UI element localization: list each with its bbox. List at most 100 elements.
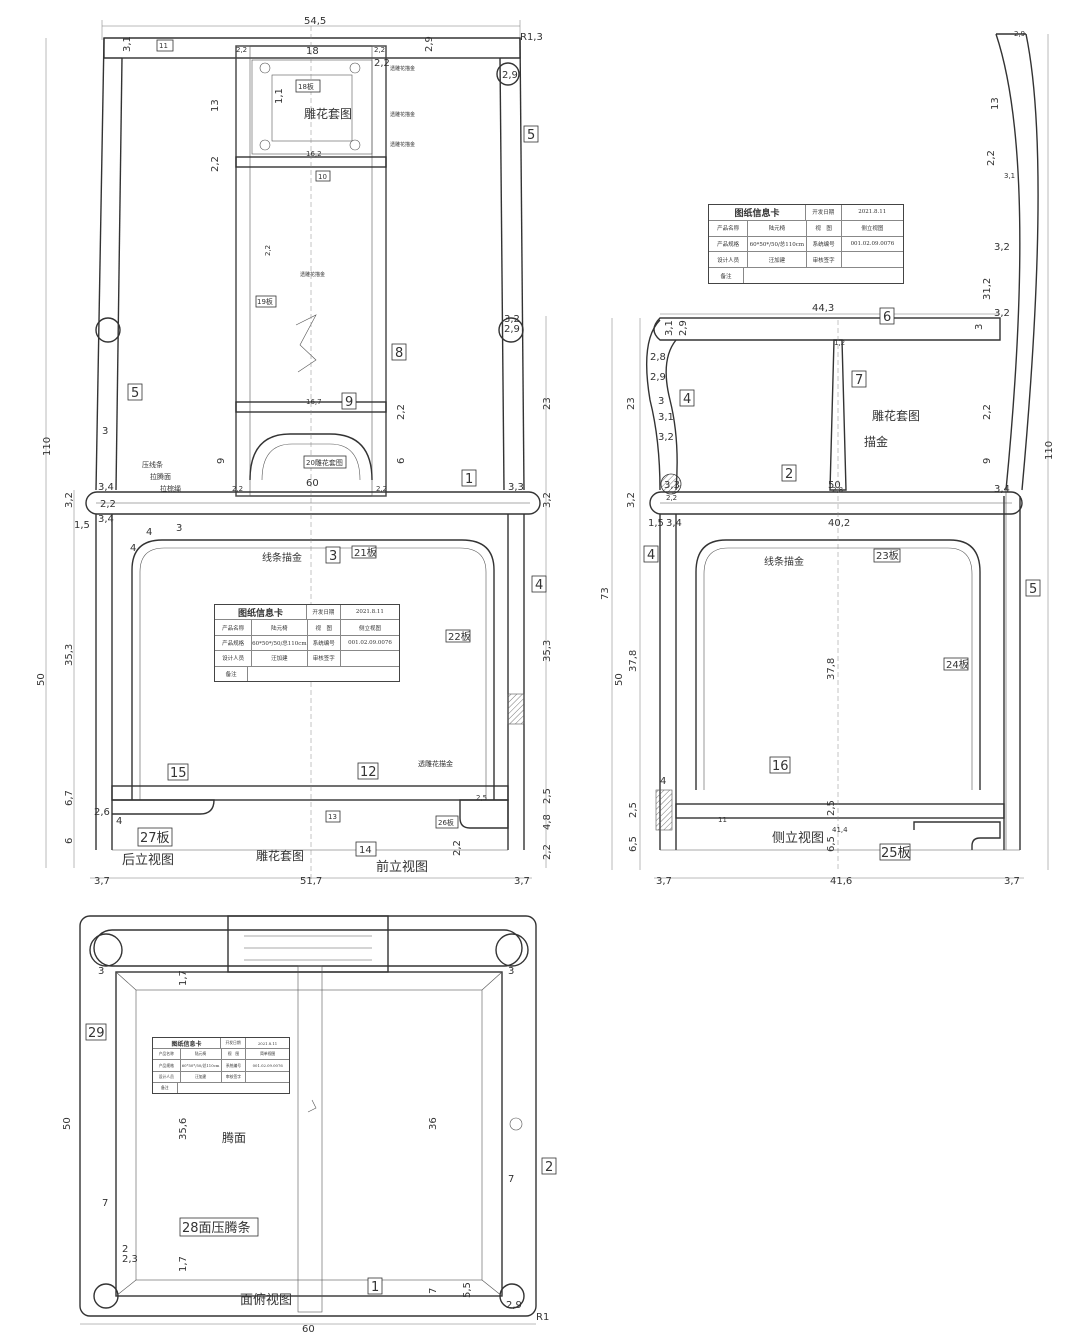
view-title-top: 面俯视图 (240, 1292, 292, 1308)
info-card-side: 图纸信息卡 开发日期 2021.8.11 产品名称 陆元椅 视 图 侧立视图 产… (708, 204, 904, 284)
info-product-label: 产品名称 (158, 1051, 174, 1057)
dim-side-2-2-seat: 2,2 (666, 494, 677, 502)
dim-top-3-l: 3 (98, 966, 104, 977)
dim-side-3-2-l: 3,2 (626, 492, 637, 508)
info-dev-date-label: 开发日期 (220, 1038, 245, 1049)
view-title-side: 侧立视图 (772, 831, 824, 846)
info-reviewer-label: 审核签字 (220, 1071, 246, 1082)
note-carve-open-2: 透雕花描金 (390, 111, 415, 118)
note-carve-open-3: 透雕花描金 (390, 141, 415, 148)
dim-side-44-3: 44,3 (812, 303, 834, 314)
part-tag-21: 21板 (354, 546, 377, 559)
dim-top-5-5: 5,5 (462, 1282, 473, 1298)
part-tag-13: 13 (328, 813, 337, 821)
info-designer-label: 设计人员 (717, 257, 740, 264)
info-remark (743, 268, 903, 283)
info-designer-label: 设计人员 (158, 1073, 174, 1079)
dim-side-41-6: 41,6 (830, 876, 852, 887)
dim-side-40-2: 40,2 (828, 518, 850, 529)
dim-right-3-2: 3,2 (542, 492, 553, 508)
dim-front-4b: 4 (146, 527, 152, 538)
info-spec: 60*50*/50/总110cm (747, 236, 805, 252)
part-tag-5-side: 5 (1029, 582, 1037, 597)
part-tag-16: 16 (772, 759, 789, 774)
info-remark (247, 666, 399, 682)
dim-front-6-7: 6,7 (64, 790, 75, 806)
info-remark (176, 1082, 289, 1094)
info-designer: 汪加建 (251, 651, 306, 666)
dim-front-3-3: 3,3 (508, 482, 524, 493)
part-tag-14: 14 (359, 845, 372, 856)
part-tag-1-top: 1 (371, 1280, 379, 1295)
info-remark-label: 备注 (720, 273, 732, 280)
note-line-gold-side: 线条描金 (764, 555, 804, 568)
dim-splat-6: 6 (396, 458, 407, 464)
info-reviewer (245, 1071, 289, 1082)
info-spec-label: 产品规格 (222, 641, 245, 648)
dim-front-4: 4 (130, 543, 136, 554)
part-tag-29: 29 (88, 1026, 105, 1041)
dim-splat-13: 13 (210, 99, 221, 112)
dim-splat-9: 9 (216, 458, 227, 464)
dim-top-2-9: 2,9 (506, 1300, 522, 1311)
dim-right-2-5: 2,5 (542, 788, 553, 804)
info-view-value: 简单视图 (245, 1049, 289, 1060)
note-press-seat: 拉腾面 (150, 472, 171, 481)
dim-side-2-2: 2,2 (986, 150, 997, 166)
part-tag-4-side-top: 4 (683, 392, 691, 407)
dim-front-35-3: 35,3 (64, 644, 75, 666)
dim-top-7-r: 7 (508, 1174, 514, 1185)
dim-top-50: 50 (62, 1117, 73, 1130)
dim-front-4-5: 2,5 (476, 794, 487, 802)
dim-side-73: 73 (600, 587, 611, 600)
part-tag-1-front: 1 (465, 472, 473, 487)
dim-side-3-2-mid: 3,2 (994, 242, 1010, 253)
dim-side-2-9c: 2,9 (650, 372, 666, 383)
dim-post-2-9: 2,9 (502, 70, 518, 81)
dim-front-2-2-bottom: 2,2 (452, 840, 463, 856)
dim-post-3: 3 (102, 426, 108, 437)
dim-top-7-b: 7 (428, 1288, 439, 1294)
dim-side-2-8: 2,8 (832, 486, 843, 494)
note-carve-open-1: 透雕花描金 (390, 65, 415, 72)
view-title-back: 后立视图 (122, 853, 174, 868)
dim-side-1-2: 1,2 (834, 339, 845, 347)
dim-side-2-5: 2,5 (628, 802, 639, 818)
dim-width-top: 54,5 (304, 16, 326, 27)
dim-side-2-1: 3,1 (1004, 172, 1015, 180)
dim-front-6: 6 (64, 838, 75, 844)
info-view-value: 侧立视图 (340, 620, 399, 635)
dim-side-50: 50 (828, 480, 841, 491)
part-tag-11: 11 (159, 42, 168, 50)
dim-front-3: 3 (176, 523, 182, 534)
dim-front-3-4: 3,4 (98, 482, 114, 493)
info-card-title: 图纸信息卡 (734, 208, 780, 219)
dim-side-6-5-mid: 6,5 (826, 836, 837, 852)
dim-rail-2-9: 2,9 (424, 36, 435, 52)
info-card-title: 图纸信息卡 (237, 608, 283, 619)
info-product-name: 陆元椅 (747, 220, 805, 236)
info-product-name: 陆元椅 (251, 620, 306, 635)
info-code: 001.02.09.0076 (840, 236, 903, 252)
dim-height-110: 110 (42, 437, 53, 456)
part-tag-15: 15 (170, 766, 187, 781)
dim-top-60: 60 (302, 1324, 315, 1335)
info-card-front: 图纸信息卡 开发日期 2021.8.11 产品名称 陆元椅 视 图 侧立视图 产… (214, 604, 400, 682)
note-line-gold-front: 线条描金 (262, 551, 302, 564)
info-designer: 汪加建 (179, 1071, 221, 1082)
dim-side-2-9-top: 2,9 (1014, 30, 1025, 38)
note-seat-surface: 腾面 (222, 1130, 246, 1145)
info-dev-date-label: 开发日期 (306, 605, 340, 620)
dim-side-3b: 3 (658, 396, 664, 407)
info-reviewer-label: 审核签字 (306, 651, 341, 666)
dim-top-2-3: 2,3 (122, 1254, 138, 1265)
part-tag-12: 12 (360, 765, 377, 780)
note-carve-front: 雕花套图 (304, 106, 352, 121)
dim-top-r1: R1 (536, 1312, 549, 1323)
dim-radius-top: R1,3 (520, 32, 543, 43)
info-code: 001.02.09.0076 (340, 635, 399, 651)
info-code-label: 系统编号 (220, 1060, 246, 1071)
dim-front-2-2-seat: 2,2 (100, 499, 116, 510)
dim-side-2-5-mid: 2,5 (826, 800, 837, 816)
dim-front-60: 60 (306, 478, 319, 489)
